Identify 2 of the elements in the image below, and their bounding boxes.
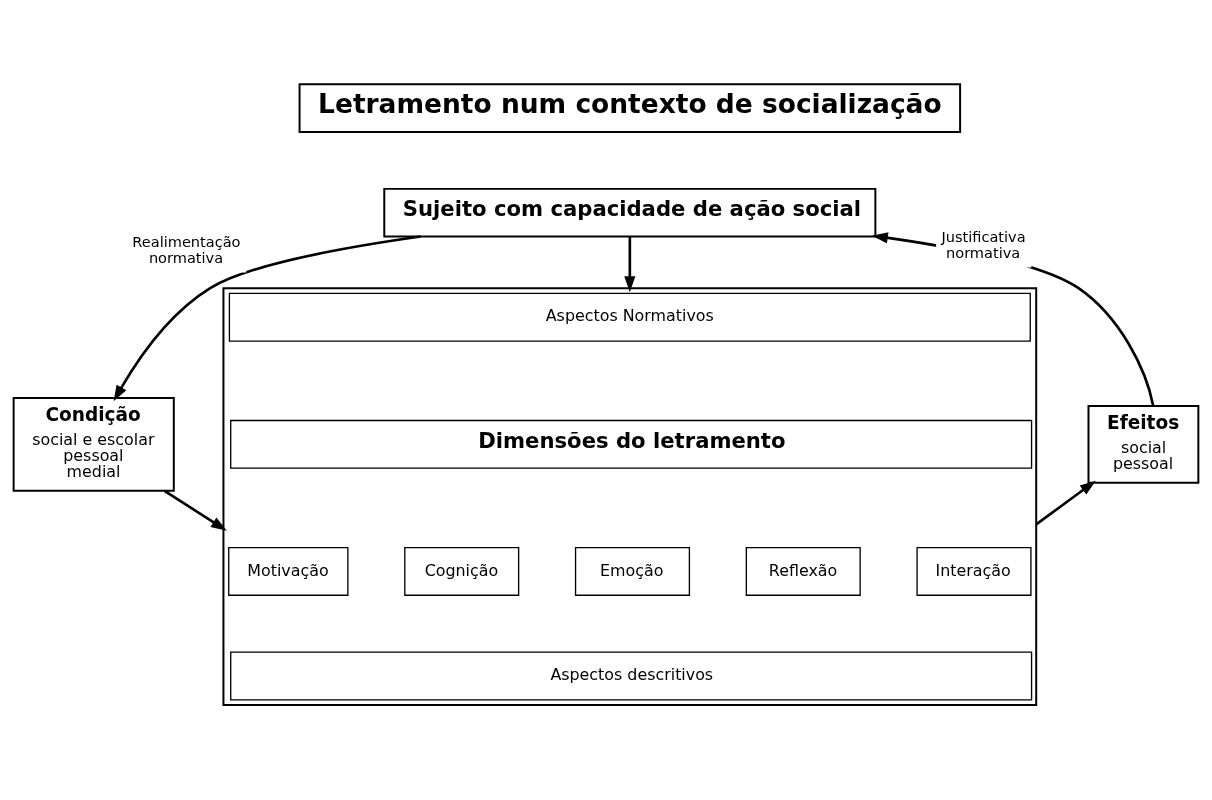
edge-label: Realimentação normativa — [132, 233, 241, 266]
edge-label: Justificativa normativa — [941, 228, 1026, 261]
